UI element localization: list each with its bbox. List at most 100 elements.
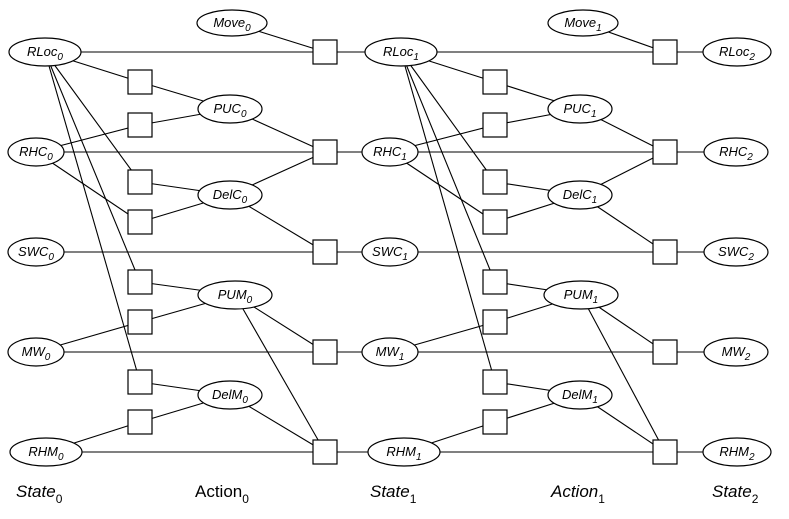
- edge-rloc0-fDelc0a: [44, 51, 141, 183]
- edge-rhc1-fDelc1b: [389, 151, 496, 223]
- factor-fPuc1b: [482, 112, 508, 138]
- node-mw2-label: MW2: [722, 344, 751, 363]
- action-0-label: Action0: [195, 482, 249, 506]
- state-0-label: State0: [16, 482, 63, 506]
- node-rloc1-label: RLoc1: [383, 44, 419, 63]
- node-rhc1: RHC1: [361, 137, 419, 167]
- node-delc1: DelC1: [547, 180, 613, 210]
- node-puc1: PUC1: [547, 94, 613, 124]
- node-swc1-label: SWC1: [372, 244, 408, 263]
- factor-fPum0b: [127, 309, 153, 335]
- node-swc2: SWC2: [703, 237, 769, 267]
- node-mw0-label: MW0: [22, 344, 51, 363]
- node-rhc2: RHC2: [703, 137, 769, 167]
- node-swc1: SWC1: [361, 237, 419, 267]
- node-pum1: PUM1: [543, 280, 619, 310]
- node-puc0-label: PUC0: [213, 101, 246, 120]
- node-delm1: DelM1: [547, 380, 613, 410]
- node-pum1-label: PUM1: [564, 287, 598, 306]
- factor-fDelc0b: [127, 209, 153, 235]
- edge-rloc1-fPum1a: [400, 51, 496, 283]
- node-mw2: MW2: [703, 337, 769, 367]
- node-delc0: DelC0: [197, 180, 263, 210]
- node-pum0-ellipse: [197, 280, 273, 310]
- node-delc1-ellipse: [547, 180, 613, 210]
- factor-fMw2: [652, 339, 678, 365]
- node-swc0-label: SWC0: [18, 244, 54, 263]
- node-rloc0-ellipse: [8, 37, 82, 67]
- factor-fPuc0a: [127, 69, 153, 95]
- factor-fPum1b: [482, 309, 508, 335]
- node-pum0-label: PUM0: [218, 287, 253, 306]
- node-puc1-label: PUC1: [563, 101, 596, 120]
- node-rloc2-ellipse: [702, 37, 772, 67]
- node-delm1-ellipse: [547, 380, 613, 410]
- node-rhc1-label: RHC1: [373, 144, 407, 163]
- edge-pum0-fRhm1: [234, 294, 326, 453]
- node-rhm1-ellipse: [367, 437, 441, 467]
- factor-fRhm1: [312, 439, 338, 465]
- factor-fPum0a: [127, 269, 153, 295]
- edge-pum1-fRhm2: [580, 294, 666, 453]
- factor-fRloc2: [652, 39, 678, 65]
- node-delm0-ellipse: [197, 380, 263, 410]
- state-2-label: State2: [712, 482, 759, 506]
- edge-rloc0-fPum0a: [44, 51, 141, 283]
- factor-fPum1a: [482, 269, 508, 295]
- node-swc0-ellipse: [7, 237, 65, 267]
- node-rloc1-ellipse: [364, 37, 438, 67]
- node-move0: Move0: [196, 9, 268, 37]
- node-move0-label: Move0: [213, 15, 251, 34]
- node-rhc1-ellipse: [361, 137, 419, 167]
- node-rhm2-ellipse: [702, 437, 772, 467]
- edge-rloc1-fDelm1a: [400, 51, 496, 383]
- node-puc0-ellipse: [197, 94, 263, 124]
- edge-rhc0-fDelc0b: [35, 151, 141, 223]
- factor-fSwc2: [652, 239, 678, 265]
- edge-rloc1-fDelc1a: [400, 51, 496, 183]
- factor-fPuc0b: [127, 112, 153, 138]
- edge-rloc0-fDelm0a: [44, 51, 141, 383]
- node-delc0-ellipse: [197, 180, 263, 210]
- node-puc0: PUC0: [197, 94, 263, 124]
- node-mw0: MW0: [7, 337, 65, 367]
- node-rhm0-label: RHM0: [28, 444, 64, 463]
- action-1-label: Action1: [551, 482, 605, 506]
- state-1-label: State1: [370, 482, 417, 506]
- node-rhc0: RHC0: [7, 137, 65, 167]
- factor-fSwc1: [312, 239, 338, 265]
- factor-fRloc1: [312, 39, 338, 65]
- factor-fDelc1a: [482, 169, 508, 195]
- node-rloc0: RLoc0: [8, 37, 82, 67]
- node-mw0-ellipse: [7, 337, 65, 367]
- node-move0-ellipse: [196, 9, 268, 37]
- node-pum1-ellipse: [543, 280, 619, 310]
- factor-fDelm0b: [127, 409, 153, 435]
- node-mw1-ellipse: [361, 337, 419, 367]
- node-mw1: MW1: [361, 337, 419, 367]
- node-rhm1-label: RHM1: [386, 444, 421, 463]
- node-rhc0-label: RHC0: [19, 144, 53, 163]
- node-pum0: PUM0: [197, 280, 273, 310]
- factor-fMw1: [312, 339, 338, 365]
- node-rloc0-label: RLoc0: [27, 44, 63, 63]
- node-puc1-ellipse: [547, 94, 613, 124]
- node-swc2-label: SWC2: [718, 244, 754, 263]
- node-rhm2-label: RHM2: [719, 444, 755, 463]
- node-rhc0-ellipse: [7, 137, 65, 167]
- node-delc1-label: DelC1: [563, 187, 597, 206]
- node-mw2-ellipse: [703, 337, 769, 367]
- node-mw1-label: MW1: [376, 344, 405, 363]
- node-move1: Move1: [547, 9, 619, 37]
- factor-fPuc1a: [482, 69, 508, 95]
- node-swc1-ellipse: [361, 237, 419, 267]
- factor-fDelm1b: [482, 409, 508, 435]
- node-rhm0-ellipse: [9, 437, 83, 467]
- node-rloc2-label: RLoc2: [719, 44, 755, 63]
- factor-nodes: [127, 39, 678, 465]
- factor-fRhc1: [312, 139, 338, 165]
- node-delm0-label: DelM0: [212, 387, 248, 406]
- node-move1-label: Move1: [564, 15, 601, 34]
- node-delm1-label: DelM1: [562, 387, 598, 406]
